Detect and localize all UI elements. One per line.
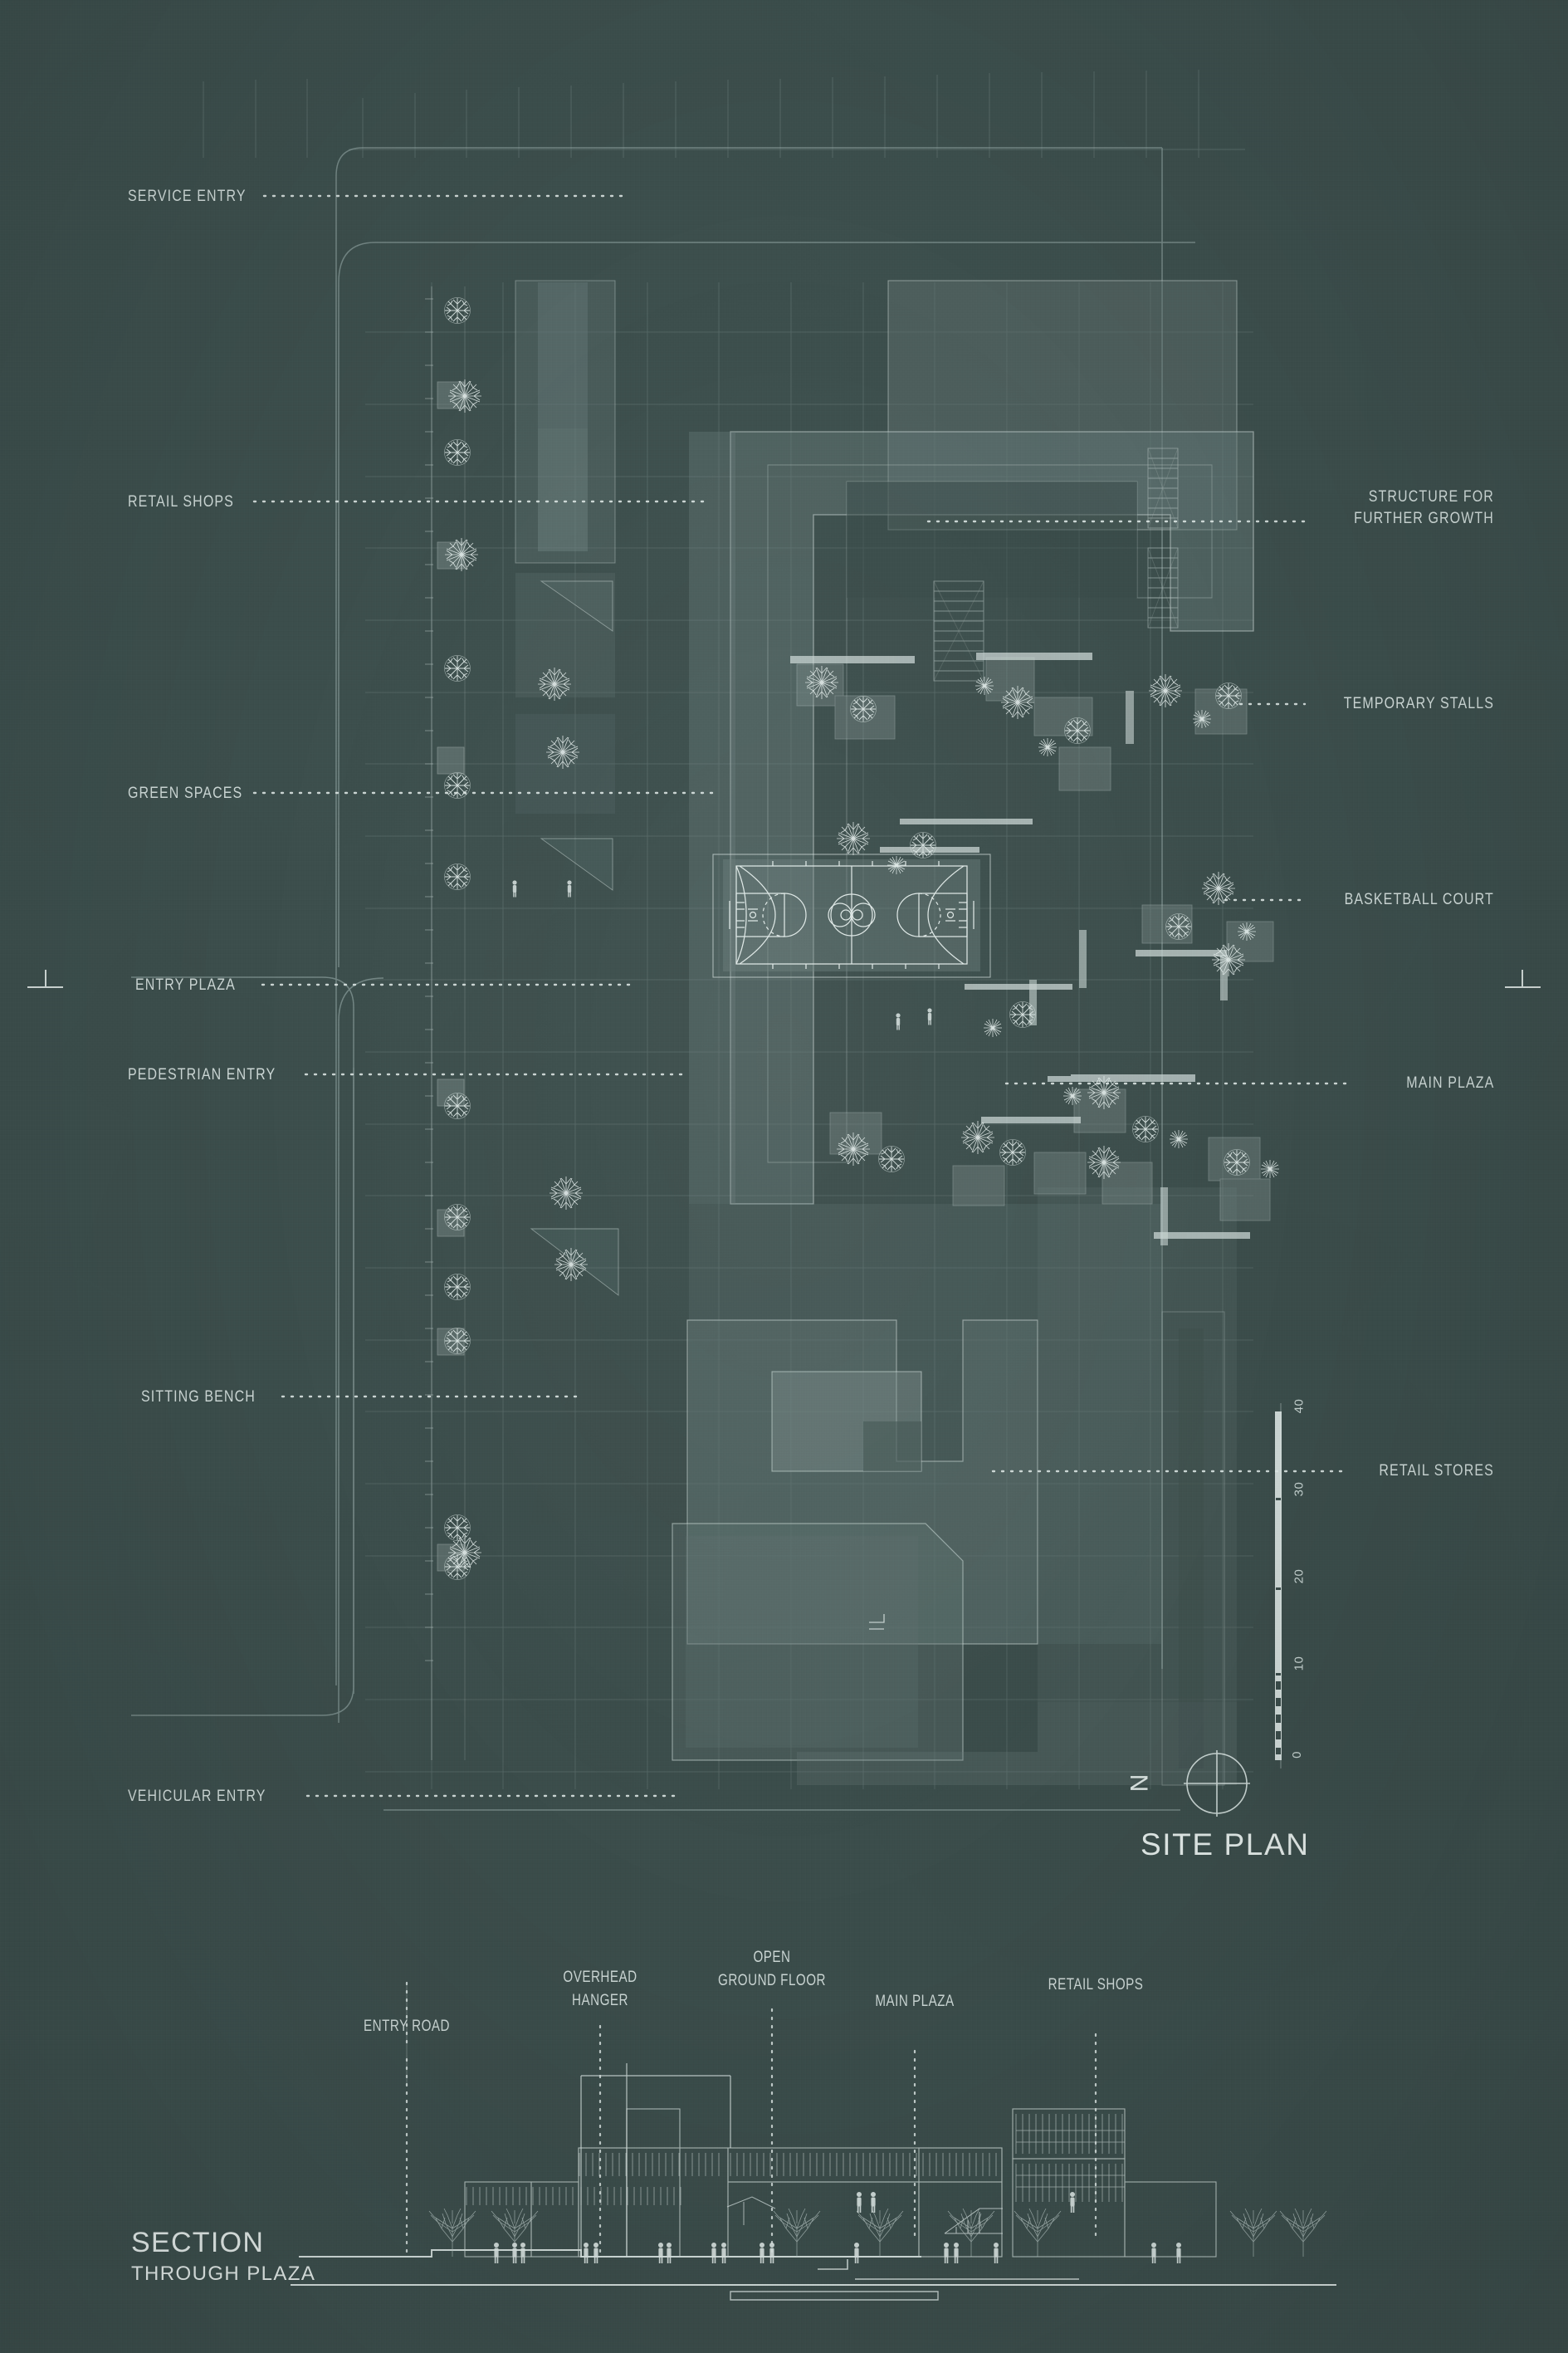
section-subtitle: THROUGH PLAZA bbox=[131, 2262, 316, 2285]
section-callout-entry-road: ENTRY ROAD bbox=[364, 2018, 450, 2035]
label-green-spaces: GREEN SPACES bbox=[128, 784, 243, 802]
scale-mark-30: 30 bbox=[1292, 1481, 1307, 1497]
label-main-plaza: MAIN PLAZA bbox=[1405, 1074, 1494, 1092]
label-temporary-stalls: TEMPORARY STALLS bbox=[1343, 694, 1494, 712]
label-sitting-bench: SITTING BENCH bbox=[141, 1387, 256, 1406]
scale-bar bbox=[1275, 1403, 1282, 1768]
label-structure-further-growth: STRUCTURE FOR FURTHER GROWTH bbox=[1354, 487, 1494, 529]
section-callout-open-line2: GROUND FLOOR bbox=[718, 1971, 826, 1989]
label-basketball-court: BASKETBALL COURT bbox=[1344, 890, 1494, 908]
label-service-entry: SERVICE ENTRY bbox=[128, 187, 247, 205]
site-grid bbox=[365, 282, 1253, 1789]
section-leaders bbox=[405, 1981, 1097, 2260]
scale-mark-20: 20 bbox=[1292, 1568, 1307, 1584]
basketball-court bbox=[712, 854, 991, 978]
section-callout-overhead-line2: HANGER bbox=[572, 1991, 628, 2009]
building-masses-north bbox=[515, 280, 1254, 1296]
label-entry-plaza: ENTRY PLAZA bbox=[135, 976, 236, 994]
section-callout-main-plaza: MAIN PLAZA bbox=[875, 1993, 955, 2010]
site-plan-title: SITE PLAN bbox=[1141, 1827, 1310, 1861]
label-retail-shops: RETAIL SHOPS bbox=[128, 492, 234, 511]
leader-lines-right bbox=[926, 520, 1353, 1473]
north-letter: N bbox=[1126, 1773, 1154, 1793]
section-title: SECTION bbox=[131, 2227, 265, 2258]
section-callout-retail-shops: RETAIL SHOPS bbox=[1048, 1976, 1144, 1993]
section-callout-open-ground-floor: OPEN GROUND FLOOR bbox=[718, 1946, 826, 1992]
section-people bbox=[494, 2192, 1181, 2263]
sitting-bench-glyph bbox=[437, 381, 465, 1572]
section-callout-overhead-hanger: OVERHEAD HANGER bbox=[563, 1966, 637, 2012]
section-callout-overhead-line1: OVERHEAD bbox=[563, 1969, 637, 1986]
section-callout-open-line1: OPEN bbox=[753, 1949, 791, 1966]
road-grid bbox=[203, 70, 1245, 158]
label-structure-line2: FURTHER GROWTH bbox=[1354, 508, 1494, 527]
label-retail-stores: RETAIL STORES bbox=[1379, 1461, 1494, 1480]
north-arrow bbox=[1184, 1750, 1250, 1817]
registration-marks bbox=[27, 970, 1541, 988]
section-drawing bbox=[291, 1981, 1336, 2301]
leader-lines-left bbox=[252, 194, 716, 1798]
scale-mark-40: 40 bbox=[1292, 1398, 1307, 1414]
label-pedestrian-entry: PEDESTRIAN ENTRY bbox=[128, 1065, 276, 1084]
label-vehicular-entry: VEHICULAR ENTRY bbox=[128, 1787, 266, 1805]
retail-strip-west bbox=[425, 286, 466, 1760]
scale-mark-10: 10 bbox=[1292, 1656, 1307, 1671]
temporary-stalls-cluster bbox=[790, 653, 1280, 1245]
plaza-ground bbox=[689, 432, 1162, 1644]
label-structure-line1: STRUCTURE FOR bbox=[1368, 487, 1494, 506]
scale-mark-0: 0 bbox=[1289, 1751, 1304, 1759]
building-masses-south bbox=[672, 1187, 1237, 1786]
